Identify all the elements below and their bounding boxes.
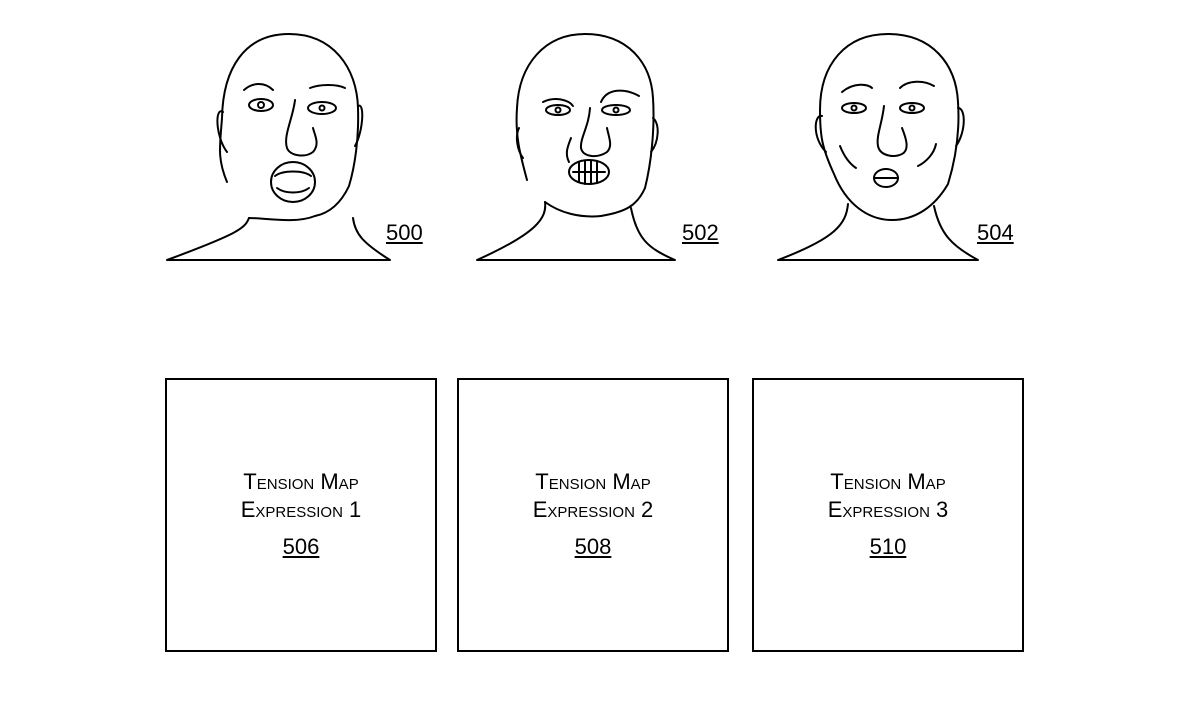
tension-map-title: Tension Map	[243, 469, 359, 494]
tension-map-box-1: Tension Map Expression 1 506	[165, 378, 437, 652]
face-expression-3	[776, 28, 1016, 264]
face-ref-504: 504	[977, 220, 1014, 245]
tension-map-ref: 510	[869, 534, 907, 559]
face-ref-502: 502	[682, 220, 719, 245]
face-expression-2	[475, 28, 715, 264]
tension-map-expression: Expression 1	[240, 497, 362, 522]
tension-map-box-3: Tension Map Expression 3 510	[752, 378, 1024, 652]
tension-map-title: Tension Map	[535, 469, 651, 494]
face-expression-1	[165, 28, 405, 264]
tension-map-expression: Expression 3	[827, 497, 949, 522]
tension-map-title: Tension Map	[830, 469, 946, 494]
tension-map-expression: Expression 2	[532, 497, 654, 522]
tension-map-ref: 508	[574, 534, 612, 559]
tension-map-box-2: Tension Map Expression 2 508	[457, 378, 729, 652]
face-ref-500: 500	[386, 220, 423, 245]
tension-map-ref: 506	[282, 534, 320, 559]
